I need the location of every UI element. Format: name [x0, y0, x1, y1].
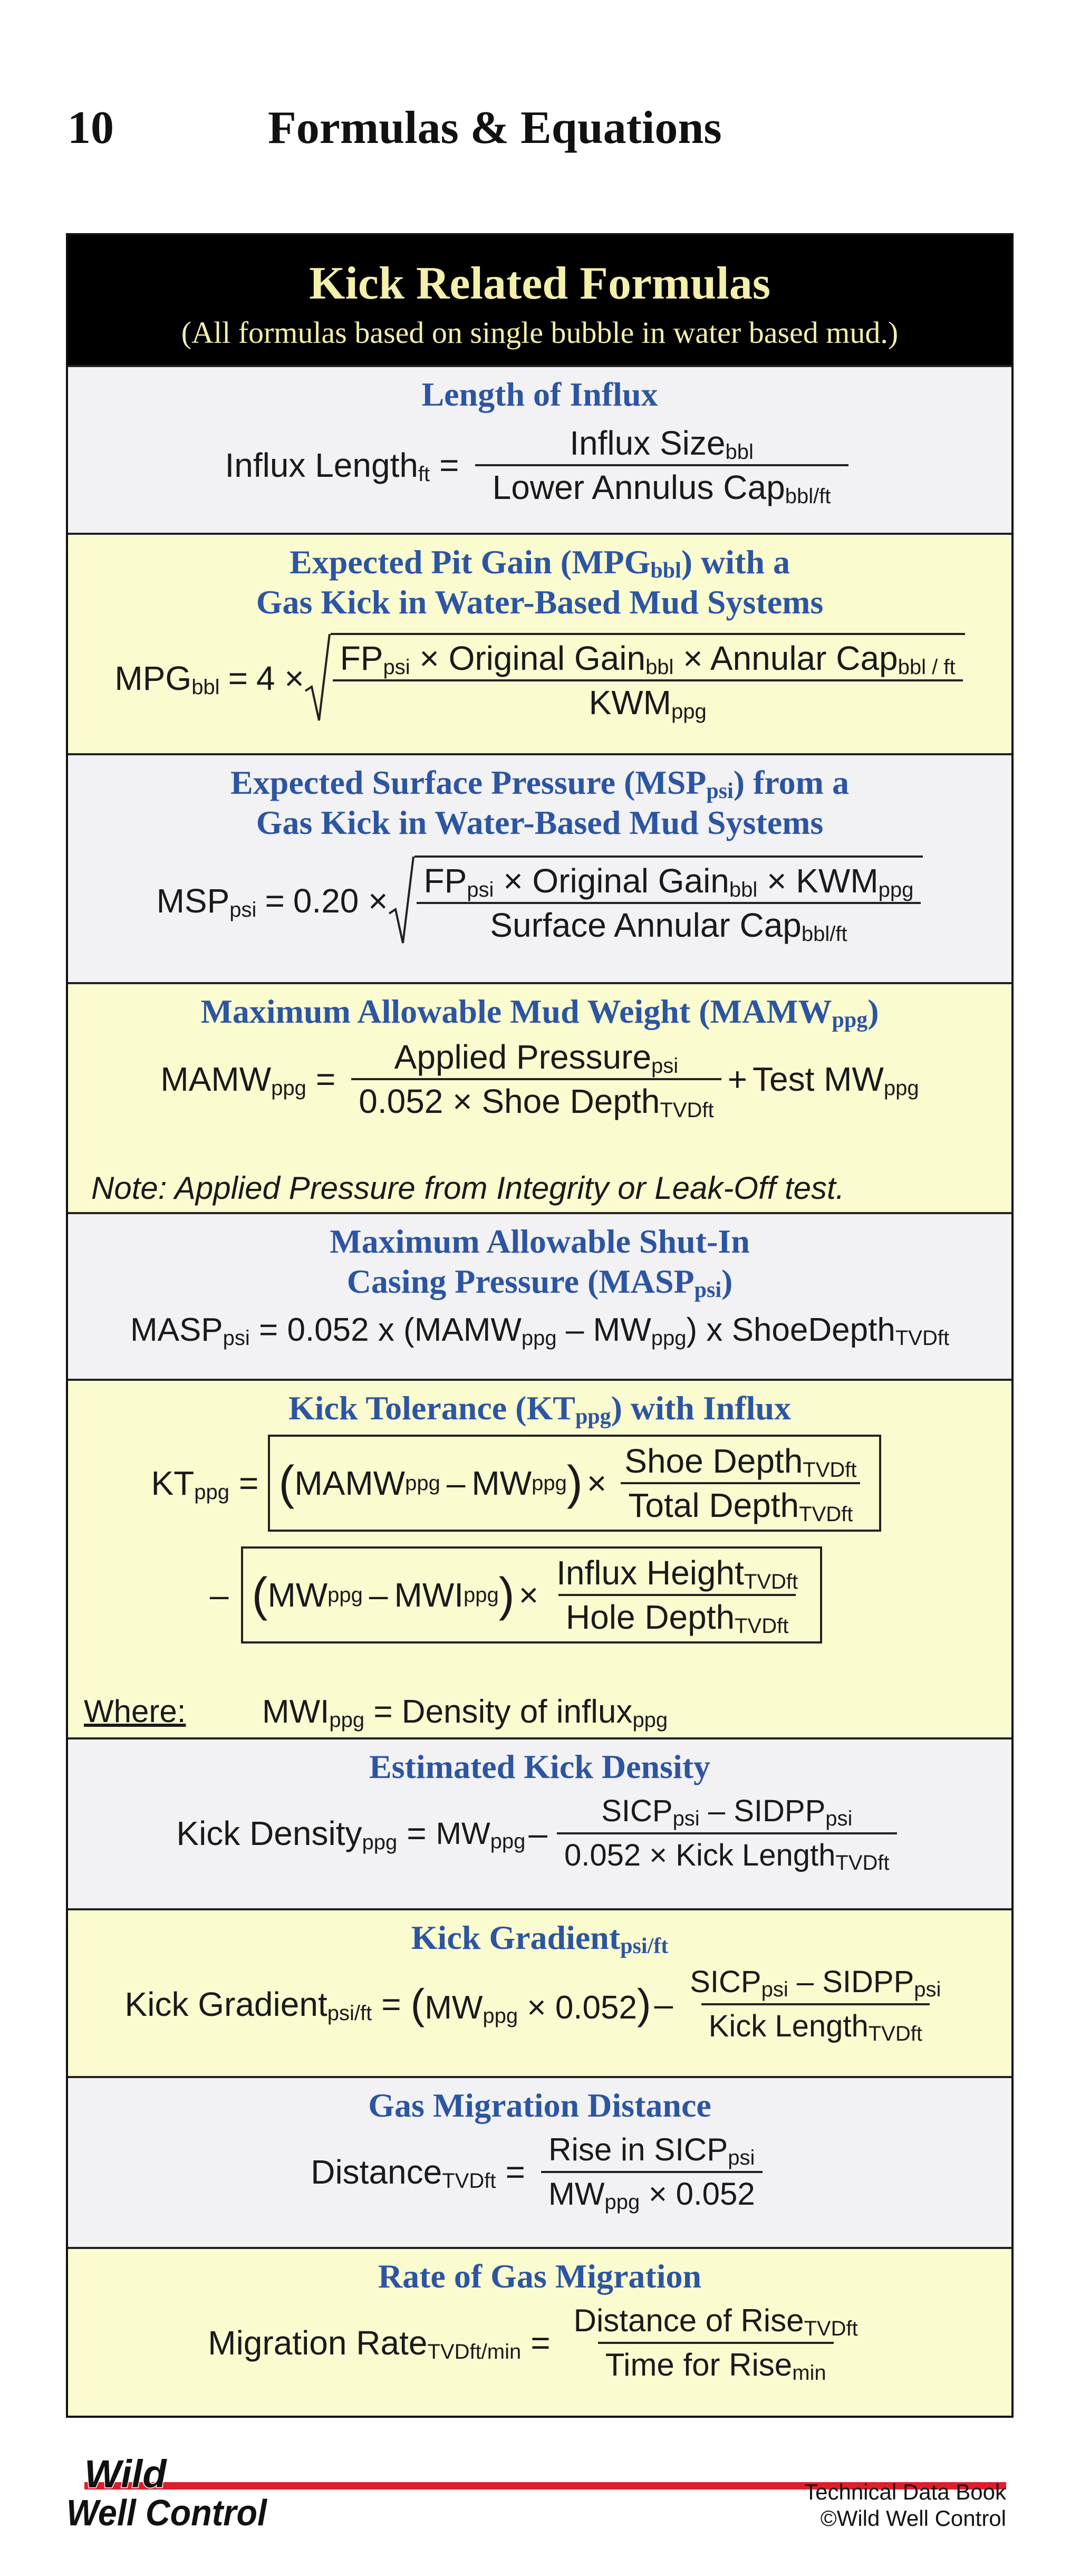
section-kick-gradient: Kick Gradientpsi/ft Kick Gradientpsi/ft …	[68, 1908, 1011, 2076]
section-estimated-kick-density: Estimated Kick Density Kick Densityppg =…	[68, 1737, 1011, 1908]
banner-subtitle: (All formulas based on single bubble in …	[181, 315, 899, 350]
banner-title: Kick Related Formulas	[308, 258, 770, 309]
formula-table: Kick Related Formulas (All formulas base…	[66, 233, 1014, 2418]
logo-text-well-control: Well Control	[66, 2492, 267, 2532]
formula-migration-distance: DistanceTVDft = Rise in SICPpsi MWppg × …	[68, 2129, 1011, 2215]
section-title: Kick Tolerance (KTppg) with Influx	[288, 1389, 792, 1429]
formula-migration-rate: Migration RateTVDft/min = Distance of Ri…	[68, 2300, 1011, 2386]
formula-kick-gradient: Kick Gradientpsi/ft = (MWppg × 0.052) – …	[68, 1961, 1011, 2048]
table-banner: Kick Related Formulas (All formulas base…	[68, 235, 1011, 365]
section-kick-tolerance: Kick Tolerance (KTppg) with Influx KTppg…	[68, 1379, 1011, 1737]
section-title: Kick Gradientpsi/ft	[411, 1919, 669, 1958]
page-number: 10	[68, 102, 114, 153]
mwi-definition: MWIppg = Density of influxppg	[262, 1694, 668, 1732]
section-title: Gas Migration Distance	[368, 2087, 711, 2124]
section-title: Maximum Allowable Shut-In Casing Pressur…	[330, 1223, 750, 1302]
section-rate-of-gas-migration: Rate of Gas Migration Migration RateTVDf…	[68, 2247, 1011, 2416]
note-text: Note: Applied Pressure from Integrity or…	[91, 1170, 845, 1206]
square-root: FPpsi × Original Gainbbl × Annular Capbb…	[304, 633, 965, 724]
section-title: Expected Pit Gain (MPGbbl) with a Gas Ki…	[256, 543, 824, 621]
fraction: Influx Sizebbl Lower Annulus Capbbl/ft	[475, 422, 848, 508]
section-maximum-allowable-mud-weight: Maximum Allowable Mud Weight (MAMWppg) M…	[68, 982, 1011, 1212]
formula-kick-density: Kick Densityppg = MWppg – SICPpsi – SIDP…	[68, 1790, 1011, 1877]
square-root: FPpsi × Original Gainbbl × KWMppg Surfac…	[388, 856, 923, 946]
section-title: Estimated Kick Density	[369, 1748, 711, 1785]
section-title: Length of Influx	[421, 376, 658, 413]
wild-well-control-logo: Wild Well Control	[63, 2452, 269, 2534]
section-title: Rate of Gas Migration	[378, 2257, 702, 2295]
formula-masp: MASPpsi = 0.052 x (MAMWppg – MWppg) x Sh…	[130, 1312, 950, 1350]
equals-sign: =	[439, 446, 459, 484]
formula-msp: MSPpsi = 0.20 × FPpsi × Original Gainbbl…	[68, 856, 1011, 946]
section-title: Expected Surface Pressure (MSPpsi) from …	[230, 764, 849, 841]
page-title: Formulas & Equations	[268, 102, 722, 153]
formula-influx-length: Influx Lengthft = Influx Sizebbl Lower A…	[68, 422, 1011, 508]
formula-mpg: MPGbbl = 4 × FPpsi × Original Gainbbl × …	[68, 633, 1011, 724]
section-expected-pit-gain: Expected Pit Gain (MPGbbl) with a Gas Ki…	[68, 533, 1011, 753]
logo-text-wild: Wild	[84, 2453, 167, 2496]
copyright: ©Wild Well Control	[820, 2506, 1006, 2531]
formula-lhs: Influx Lengthft	[225, 446, 430, 486]
book-name: Technical Data Book	[804, 2479, 1006, 2504]
where-label: Where:	[84, 1694, 186, 1729]
section-title: Maximum Allowable Mud Weight (MAMWppg)	[200, 993, 879, 1032]
section-maximum-allowable-shut-in-casing-pressure: Maximum Allowable Shut-In Casing Pressur…	[68, 1212, 1011, 1379]
section-length-of-influx: Length of Influx Influx Lengthft = Influ…	[68, 365, 1011, 533]
footer-red-rule	[84, 2482, 1006, 2490]
section-gas-migration-distance: Gas Migration Distance DistanceTVDft = R…	[68, 2076, 1011, 2247]
section-expected-surface-pressure: Expected Surface Pressure (MSPpsi) from …	[68, 753, 1011, 982]
formula-mamw: MAMWppg = Applied Pressurepsi 0.052 × Sh…	[160, 1038, 919, 1122]
page-header: 10 Formulas & Equations	[68, 101, 1017, 165]
footer-credits: Technical Data Book ©Wild Well Control	[804, 2479, 1006, 2532]
